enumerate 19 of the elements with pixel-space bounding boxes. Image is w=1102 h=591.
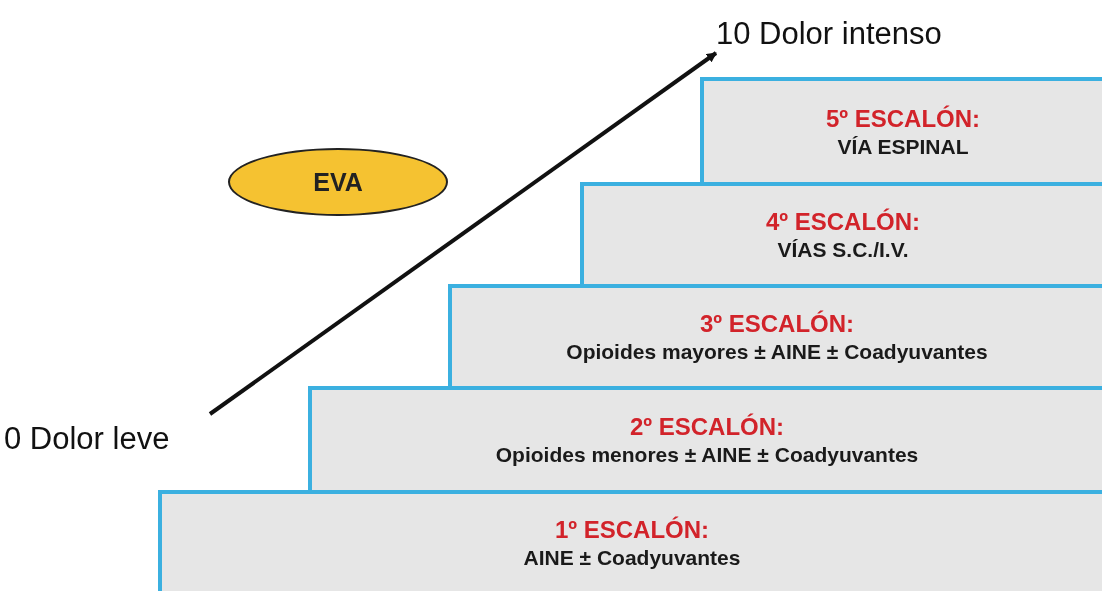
- step-heading: 5º ESCALÓN:: [825, 104, 981, 133]
- stair-step: [700, 77, 1102, 182]
- step-heading: 1º ESCALÓN:: [554, 515, 710, 544]
- step-description: Opioides menores ± AINE ± Coadyuvantes: [495, 443, 919, 467]
- stair-step: [158, 490, 1102, 591]
- step-heading: 2º ESCALÓN:: [629, 413, 785, 441]
- step-description: VÍAS S.C./I.V.: [777, 238, 909, 262]
- stair-step: [580, 182, 1102, 284]
- ellipse-label: EVA: [313, 167, 363, 197]
- step-heading: 4º ESCALÓN:: [765, 208, 921, 236]
- scale-label: 0 Dolor leve: [4, 421, 170, 457]
- arrow: [208, 51, 718, 416]
- step-description: Opioides mayores ± AINE ± Coadyuvantes: [566, 340, 988, 364]
- step-description: AINE ± Coadyuvantes: [523, 545, 741, 570]
- stair-step: [308, 386, 1102, 490]
- step-description: VÍA ESPINAL: [837, 134, 969, 159]
- stair-step: [448, 284, 1102, 386]
- step-heading: 3º ESCALÓN:: [699, 310, 855, 338]
- scale-label: 10 Dolor intenso: [716, 16, 942, 52]
